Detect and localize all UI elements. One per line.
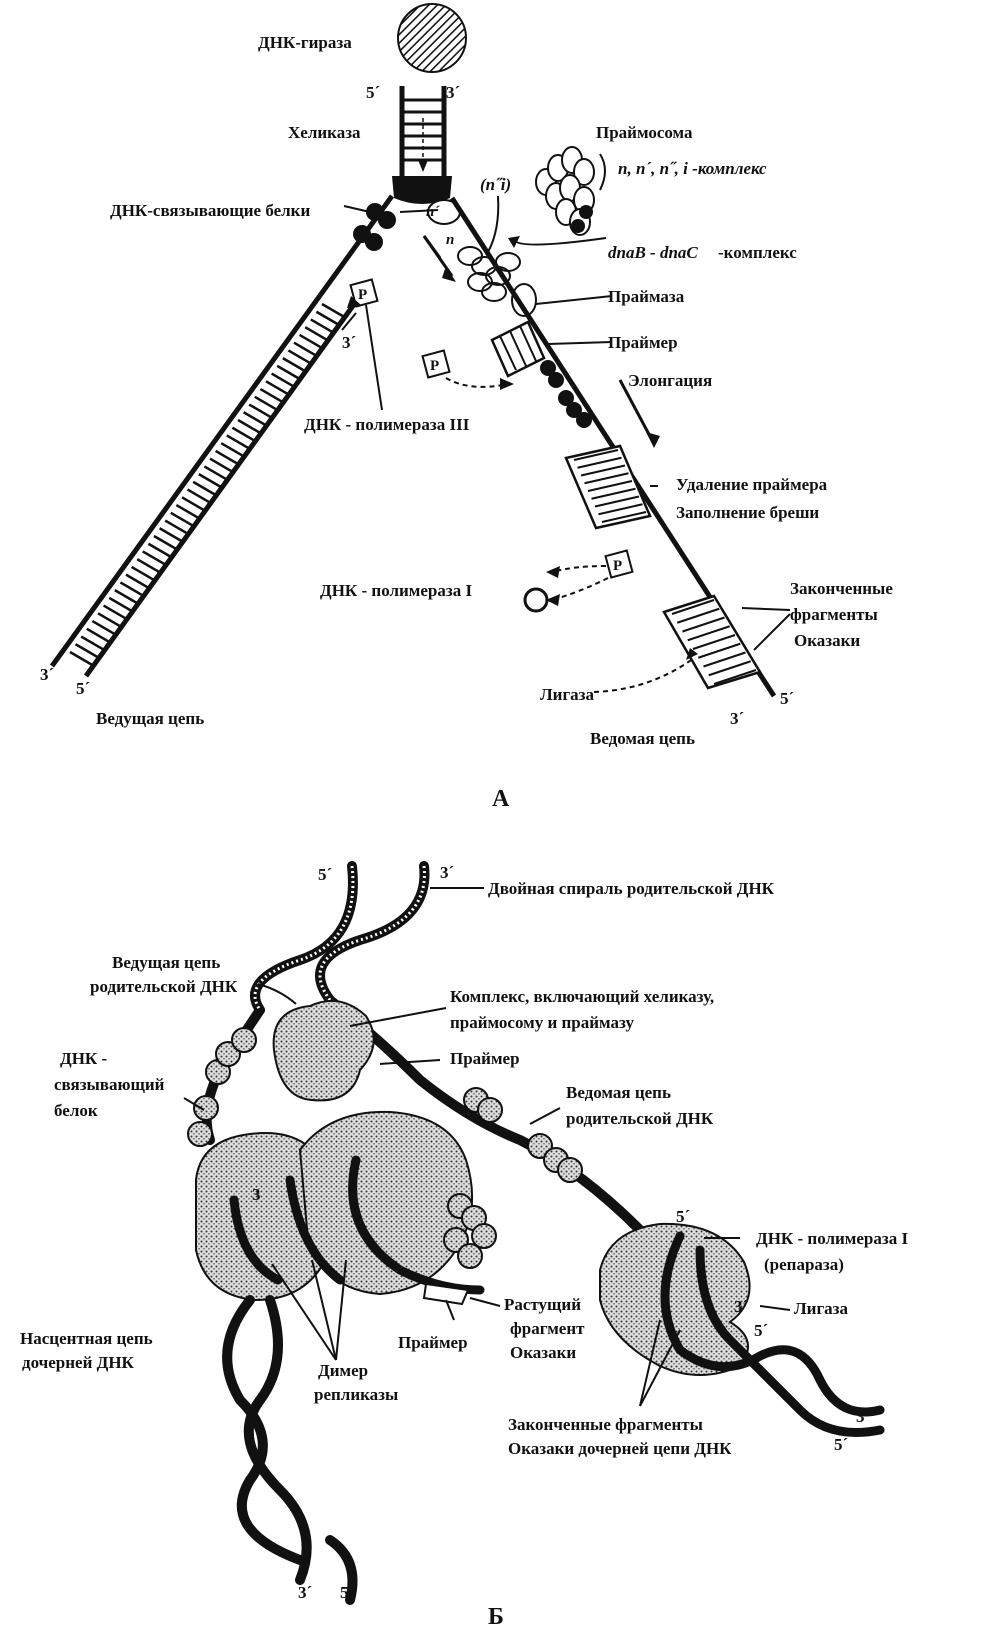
label-complex-1: Комплекс, включающий хеликазу, (450, 987, 714, 1006)
label-gap-fill: Заполнение бреши (676, 503, 819, 522)
label-leading: Ведущая цепь (96, 709, 204, 728)
label-done-2: Оказаки дочерней цепи ДНК (508, 1439, 732, 1458)
label-primer-top: Праймер (450, 1049, 520, 1068)
label-pol3-p2: P (430, 358, 439, 374)
helicase-complex-shape (272, 999, 375, 1102)
label-primase: Праймаза (608, 287, 685, 306)
label-top-3: 3´ (446, 83, 460, 102)
label-primer-bottom: Праймер (398, 1333, 468, 1352)
label-lagging-3: 3´ (730, 709, 744, 728)
label-lagging: Ведомая цепь (590, 729, 695, 748)
label-ssb: ДНК-связывающие белки (110, 201, 310, 220)
label-pol1-5: 5´ (676, 1207, 690, 1226)
label-growing-3: Оказаки (510, 1343, 576, 1362)
label-complex-2: праймосому и праймазу (450, 1013, 634, 1032)
primosome-shape (535, 146, 595, 236)
label-pol1-p: P (613, 558, 622, 574)
label-lagging-parent-2: родительской ДНК (566, 1109, 714, 1128)
label-dimer-1: Димер (318, 1361, 368, 1380)
label-n: n (446, 232, 454, 248)
label-lagging-5: 5´ (780, 689, 794, 708)
label-b-top-5: 5´ (318, 865, 332, 884)
label-pol1: ДНК - полимераза I (320, 581, 472, 600)
label-primer-removal: Удаление праймера (676, 475, 828, 494)
label-b-ligase: Лигаза (794, 1299, 849, 1318)
label-end-3: 3´ (856, 1407, 870, 1426)
dnab-dnac-shape (571, 205, 593, 233)
label-ssb-1: ДНК - (60, 1049, 107, 1068)
label-helicase: Хеликаза (288, 123, 361, 142)
label-growing-2: фрагмент (510, 1319, 585, 1338)
label-okazaki-3: Оказаки (794, 631, 860, 650)
label-dnab-suffix: -комплекс (718, 243, 797, 262)
panel-b-caption: Б (488, 1604, 504, 1630)
label-pol1-2: (репараза) (764, 1255, 844, 1274)
label-leading-5: 5´ (76, 679, 90, 698)
label-primer: Праймер (608, 333, 678, 352)
pol3-p-box-2 (421, 349, 451, 379)
panel-b: 5´ 3´ Двойная спираль родительской ДНК В… (20, 861, 908, 1630)
panel-a-caption: А (492, 786, 510, 812)
panel-a: ДНК-гираза 5´ 3´ Хеликаза ДНК-связывающи… (40, 3, 893, 812)
dna-gyrase-shape (397, 3, 467, 73)
label-pol1-3: 3´ (734, 1297, 748, 1316)
label-leading-3: 3´ (40, 665, 54, 684)
label-end-5: 5´ (834, 1435, 848, 1454)
dna-pol-i-shape (599, 1222, 751, 1376)
label-growing-1: Растущий (504, 1295, 581, 1314)
pol1-circle (523, 587, 549, 613)
label-lagging-parent-1: Ведомая цепь (566, 1083, 671, 1102)
label-pol3: ДНК - полимераза III (304, 415, 470, 434)
label-nascent-1: Насцентная цепь (20, 1329, 153, 1348)
leading-strand (49, 194, 395, 678)
daughter-helix-right (660, 1231, 885, 1437)
label-okazaki-1: Законченные (790, 579, 893, 598)
label-leading-parent-1: Ведущая цепь (112, 953, 220, 972)
label-pol3-p: P (358, 287, 367, 303)
ssb-proteins-right (540, 360, 592, 428)
panel-b-leader-lines (183, 887, 791, 1407)
label-ssb-2: связывающий (54, 1075, 165, 1094)
label-n-i: (n˝i) (480, 175, 511, 194)
label-ligase: Лигаза (540, 685, 595, 704)
pol3-p-box (349, 278, 379, 308)
label-nascent-2: дочерней ДНК (22, 1353, 135, 1372)
label-primosome: Праймосома (596, 123, 693, 142)
label-done-1: Законченные фрагменты (508, 1415, 703, 1434)
primer-shape (422, 1282, 470, 1306)
label-inner-3: 3 (252, 1185, 261, 1204)
label-b-top-3: 3´ (440, 863, 454, 882)
helicase-shape (392, 176, 452, 204)
label-dnab: dnaB - dnaC (608, 243, 698, 262)
label-dimer-2: репликазы (314, 1385, 398, 1404)
nascent-helix (222, 1295, 358, 1605)
label-primosome-complex: n, n´, n˝, i -комплекс (618, 159, 767, 178)
label-elongation: Элонгация (628, 371, 712, 390)
ssb-proteins-left (353, 203, 396, 251)
label-gyrase: ДНК-гираза (258, 33, 352, 52)
lagging-strand (449, 196, 777, 698)
label-ssb-3: белок (54, 1101, 98, 1120)
parental-duplex (399, 86, 447, 186)
pol1-p-box (604, 549, 634, 579)
label-bottom-5: 5´ (340, 1583, 354, 1602)
label-pol1-1: ДНК - полимераза I (756, 1229, 908, 1248)
ssb-beads (187, 1027, 583, 1269)
primase-shape (427, 199, 537, 317)
label-leading-parent-2: родительской ДНК (90, 977, 238, 996)
label-pol3-3: 3´ (342, 333, 356, 352)
label-pol1-5b: 5´ (754, 1321, 768, 1340)
label-parental-helix: Двойная спираль родительской ДНК (488, 879, 775, 898)
label-n-prime: n´ (426, 204, 440, 220)
label-bottom-3: 3´ (298, 1583, 312, 1602)
label-top-5: 5´ (366, 83, 380, 102)
label-okazaki-2: фрагменты (790, 605, 878, 624)
